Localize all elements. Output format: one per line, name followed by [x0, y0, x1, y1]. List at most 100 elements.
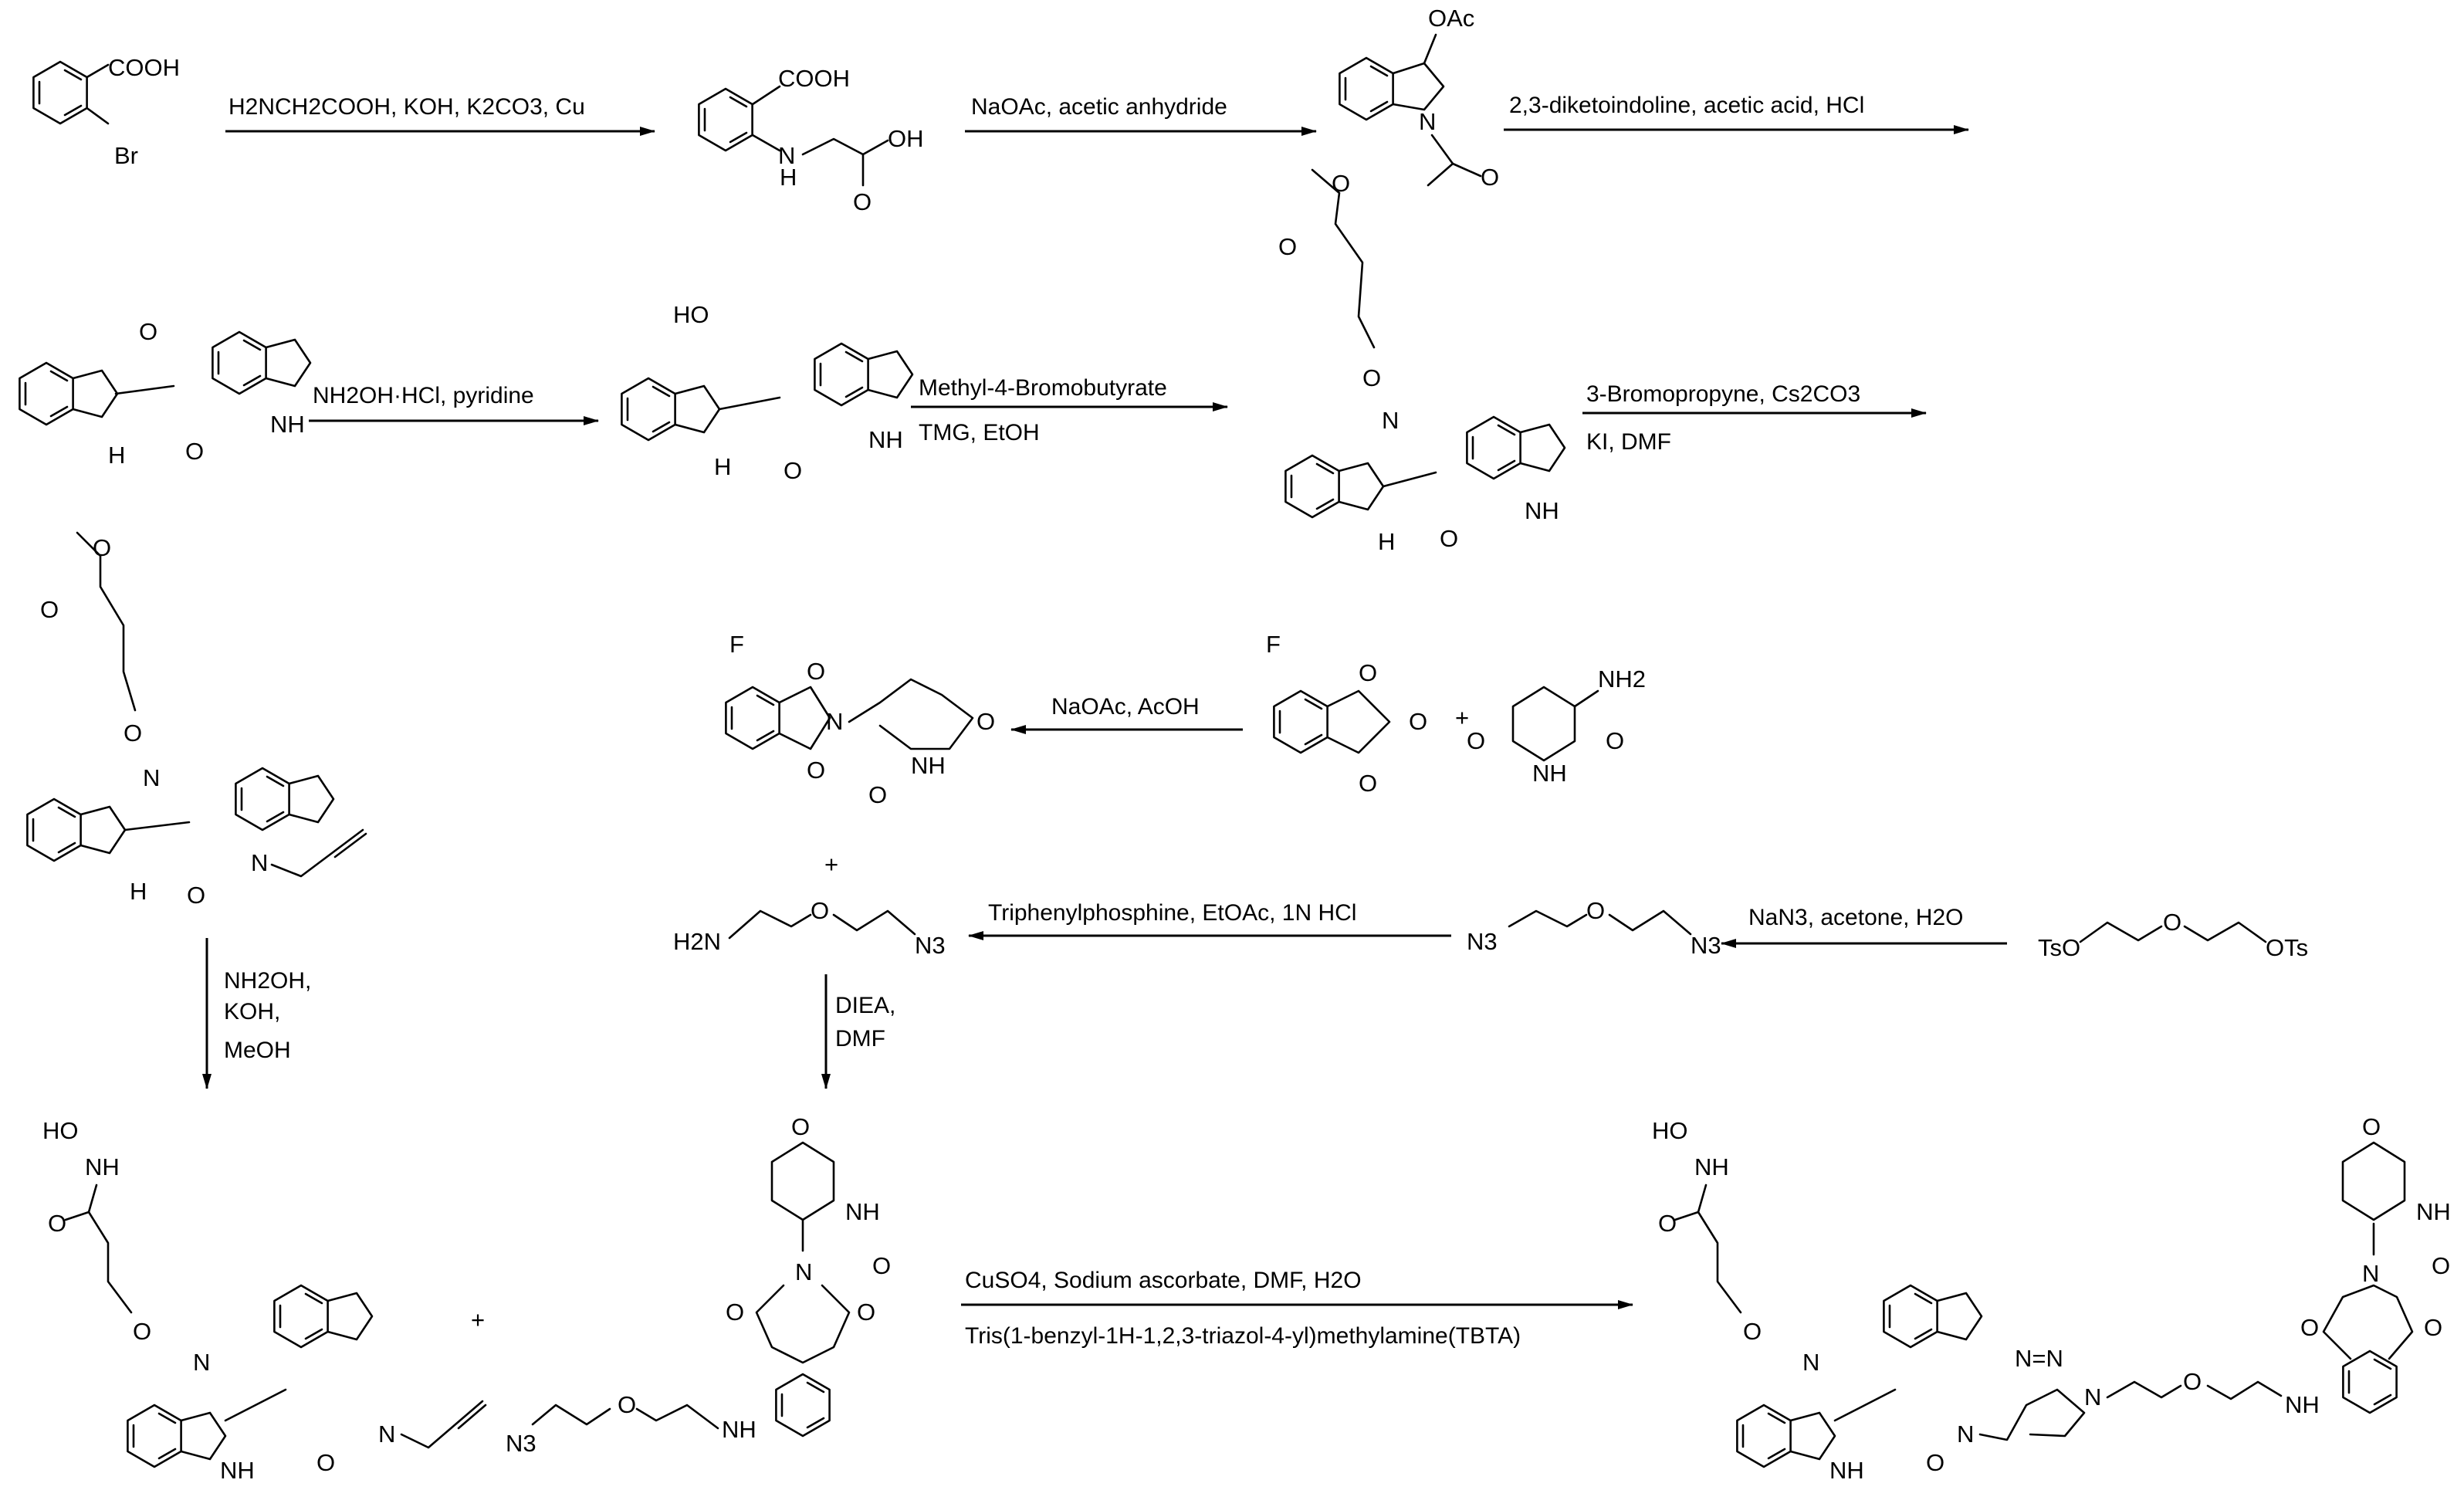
atom-o-19: O — [1409, 708, 1427, 735]
step-b-arrow: NaOAc, acetic anhydride — [965, 94, 1317, 136]
atom-n-12: N — [2084, 1383, 2101, 1410]
step-e-arrow: Methyl-4-Bromobutyrate TMG, EtOH — [911, 375, 1228, 445]
atom-nn: N=N — [2015, 1345, 2063, 1372]
atom-ho-2: HO — [42, 1117, 79, 1144]
atom-ho-3: HO — [1652, 1117, 1688, 1144]
atom-o-16: O — [976, 708, 995, 735]
atom-nh-15: NH — [1694, 1153, 1729, 1180]
atom-o-7: O — [1278, 233, 1297, 260]
atom-nh2-1: NH2 — [1598, 665, 1646, 693]
final-protac: HO NH O O N NH O N N=N N O NH O O N O NH… — [1652, 1113, 2451, 1484]
ester-oxime-ether: O O O N H NH O — [1278, 168, 1565, 555]
atom-cooh-2: COOH — [778, 65, 850, 92]
atom-n-6: N — [826, 708, 843, 735]
step-c-arrow: 2,3-diketoindoline, acetic acid, HCl — [1504, 93, 1969, 134]
atom-oh-1: OH — [888, 125, 924, 152]
atom-o-17: O — [868, 781, 887, 808]
atom-tso: TsO — [2038, 934, 2080, 961]
atom-o-30: O — [872, 1252, 891, 1279]
atom-n-10: N — [1802, 1349, 1819, 1376]
atom-o-22: O — [1606, 727, 1624, 754]
atom-nh-9: NH — [911, 752, 946, 779]
atom-o-15: O — [807, 757, 825, 784]
atom-f-1: F — [729, 631, 744, 658]
atom-o-27: O — [133, 1318, 151, 1345]
step-g-arrow: NH2OH, KOH, MeOH — [202, 938, 311, 1089]
atom-o-10: O — [93, 534, 111, 561]
atom-n-2: N — [1419, 108, 1436, 135]
atom-o-41: O — [2432, 1252, 2450, 1279]
atom-o-40: O — [2362, 1113, 2381, 1140]
atom-nh-18: NH — [2416, 1198, 2451, 1225]
atom-o-20: O — [1359, 770, 1377, 797]
step-k-label-1: DIEA, — [835, 993, 895, 1018]
atom-nh-16: NH — [1829, 1457, 1864, 1484]
atom-nh-8: H — [130, 878, 147, 905]
atom-nh-10: NH — [1532, 760, 1567, 787]
step-h-arrow: NaOAc, AcOH — [1010, 694, 1243, 734]
atom-n-9: N — [795, 1258, 812, 1285]
fluoro-thalidomide: F O O N O NH O — [725, 631, 995, 808]
atom-n-5: N — [251, 849, 268, 876]
atom-o-37: O — [2183, 1368, 2202, 1395]
atom-nh-1: H — [780, 164, 797, 191]
step-l-label-1: CuSO4, Sodium ascorbate, DMF, H2O — [965, 1268, 1362, 1293]
atom-o-14: O — [807, 658, 825, 685]
atom-n3-2: N3 — [1467, 928, 1498, 955]
step-h-label: NaOAc, AcOH — [1051, 694, 1200, 720]
atom-o-5: O — [784, 457, 802, 484]
step-l-arrow: CuSO4, Sodium ascorbate, DMF, H2O Tris(1… — [961, 1268, 1633, 1349]
bromobenzoic-acid: COOH Br — [32, 54, 180, 169]
step-a-label: H2NCH2COOH, KOH, K2CO3, Cu — [228, 94, 585, 120]
step-e-label-2: TMG, EtOH — [919, 420, 1040, 445]
amino-azide-linker: H2N O N3 — [673, 897, 946, 959]
phenylglycine-acid: COOH H N O OH — [698, 65, 924, 215]
step-b-label: NaOAc, acetic anhydride — [971, 94, 1227, 120]
atom-n3-3: N3 — [1691, 932, 1721, 959]
step-l-label-2: Tris(1-benzyl-1H-1,2,3-triazol-4-yl)meth… — [965, 1323, 1521, 1349]
atom-nh-6: H — [1378, 528, 1395, 555]
indirubin: H O NH O — [19, 318, 310, 469]
step-f-label-1: 3-Bromopropyne, Cs2CO3 — [1586, 381, 1860, 407]
pomalidomide-azide: O NH O N O O NH O N3 — [506, 1113, 891, 1457]
atom-nh-5: NH — [868, 426, 903, 453]
atom-o-6: O — [1332, 170, 1350, 197]
step-k-label-2: DMF — [835, 1026, 885, 1051]
aminoglutarimide: NH2 O O NH — [1467, 665, 1646, 787]
atom-o-1: O — [853, 188, 872, 215]
atom-o-24: O — [1586, 897, 1605, 924]
atom-o-32: O — [857, 1299, 875, 1326]
atom-nh-11: NH — [85, 1153, 120, 1180]
step-g-label-3: MeOH — [224, 1038, 291, 1063]
atom-ots: OTs — [2266, 934, 2308, 961]
atom-n-1: N — [778, 142, 795, 169]
plus-sign-3: + — [471, 1306, 485, 1333]
atom-nh-3: NH — [270, 411, 305, 438]
step-k-arrow: DIEA, DMF — [821, 974, 895, 1089]
atom-nh-7: NH — [1525, 497, 1559, 524]
atom-nh-14: NH — [722, 1416, 756, 1443]
step-i-label: NaN3, acetone, H2O — [1748, 905, 1963, 930]
atom-o-31: O — [726, 1299, 744, 1326]
step-d-arrow: NH2OH·HCl, pyridine — [309, 383, 599, 425]
atom-f-2: F — [1266, 631, 1281, 658]
acetoxyindole: OAc N O — [1339, 5, 1499, 191]
atom-o-29: O — [791, 1113, 810, 1140]
atom-n-13: N — [2362, 1260, 2379, 1287]
atom-o-28: O — [316, 1449, 335, 1476]
indirubin-oxime: HO H NH O — [621, 301, 912, 484]
atom-nh-4: H — [714, 453, 731, 480]
atom-o-9: O — [1440, 525, 1458, 552]
atom-o-26: O — [48, 1210, 66, 1237]
atom-n3-4: N3 — [506, 1430, 536, 1457]
step-f-arrow: 3-Bromopropyne, Cs2CO3 KI, DMF — [1582, 381, 1927, 455]
atom-o-25: O — [2163, 909, 2181, 936]
atom-n3-1: N3 — [915, 932, 946, 959]
atom-o-21: O — [1467, 727, 1485, 754]
atom-o-4: O — [185, 438, 204, 465]
atom-n-11: N — [1957, 1421, 1974, 1448]
atom-o-39: O — [2424, 1314, 2442, 1341]
atom-oac: OAc — [1428, 5, 1474, 32]
step-a-arrow: H2NCH2COOH, KOH, K2CO3, Cu — [225, 94, 655, 136]
atom-nh-13: NH — [845, 1198, 880, 1225]
